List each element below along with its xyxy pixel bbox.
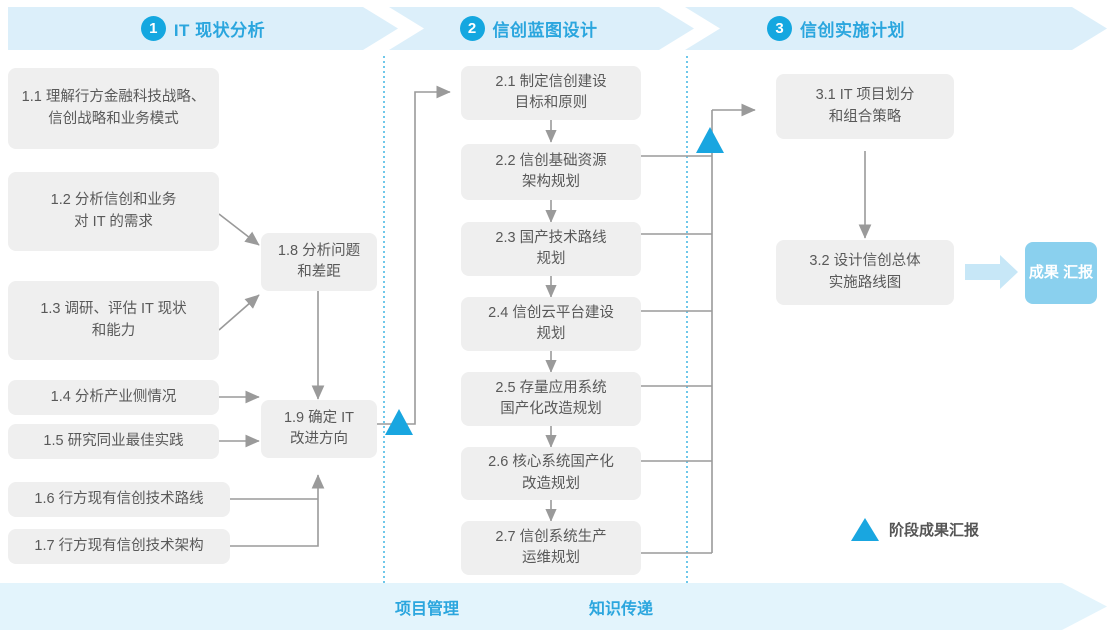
process-box-1-3-line1: 1.3 调研、评估 IT 现状: [40, 301, 187, 318]
process-box-2-6-line1: 2.6 核心系统国产化: [488, 454, 614, 471]
footer-label-knowledge-transfer: 知识传递: [589, 600, 654, 618]
footer-label-project-management: 项目管理: [395, 600, 460, 618]
process-box-2-3[interactable]: 2.3 国产技术路线 规划: [461, 222, 641, 276]
process-box-3-2-line1: 3.2 设计信创总体: [809, 253, 921, 270]
process-box-2-7-line2: 运维规划: [522, 550, 580, 566]
process-box-1-5-line1: 1.5 研究同业最佳实践: [43, 432, 184, 449]
process-box-2-3-line2: 规划: [536, 251, 566, 267]
process-box-1-9-line2: 改进方向: [289, 431, 348, 447]
process-box-1-8-line2: 和差距: [297, 264, 341, 280]
result-report-badge-line1: 成果: [1028, 263, 1059, 281]
result-report-badge-line2: 汇报: [1063, 263, 1094, 281]
process-box-1-9[interactable]: 1.9 确定 IT 改进方向: [261, 400, 377, 458]
footer-band-shape: [0, 583, 1107, 630]
phase-number-2: 2: [459, 16, 485, 41]
process-box-2-4-line1: 2.4 信创云平台建设: [488, 304, 614, 321]
process-box-2-6[interactable]: 2.6 核心系统国产化 改造规划: [461, 447, 641, 500]
phase-title-2: 信创蓝图设计: [492, 21, 598, 40]
process-box-2-7-line1: 2.7 信创系统生产: [495, 528, 607, 545]
process-box-1-8-line1: 1.8 分析问题: [277, 242, 361, 259]
process-box-1-7[interactable]: 1.7 行方现有信创技术架构: [8, 529, 230, 564]
process-box-3-2[interactable]: 3.2 设计信创总体 实施路线图: [776, 240, 954, 305]
process-box-1-5[interactable]: 1.5 研究同业最佳实践: [8, 424, 219, 459]
result-report-badge[interactable]: 成果 汇报: [1025, 242, 1097, 304]
process-box-1-4-line1: 1.4 分析产业侧情况: [50, 388, 177, 405]
triangle-marker-icon: [851, 518, 879, 541]
process-box-1-6[interactable]: 1.6 行方现有信创技术路线: [8, 482, 230, 517]
phase-band-2: 2 信创蓝图设计: [389, 7, 694, 50]
phase-number-1: 1: [140, 16, 166, 41]
milestone-triangle-phase2: [696, 127, 724, 153]
process-box-1-3[interactable]: 1.3 调研、评估 IT 现状 和能力: [8, 281, 219, 360]
process-box-1-4[interactable]: 1.4 分析产业侧情况: [8, 380, 219, 415]
phase-band-1: 1 IT 现状分析: [8, 7, 398, 50]
process-box-1-2[interactable]: 1.2 分析信创和业务 对 IT 的需求: [8, 172, 219, 251]
process-box-2-5-line2: 国产化改造规划: [500, 401, 602, 417]
process-box-2-4[interactable]: 2.4 信创云平台建设 规划: [461, 297, 641, 351]
process-box-2-1-line1: 2.1 制定信创建设: [495, 73, 607, 90]
process-box-1-2-line1: 1.2 分析信创和业务: [50, 192, 177, 209]
phase-title-3: 信创实施计划: [800, 21, 905, 40]
process-box-1-1-line1: 1.1 理解行方金融科技战略、: [21, 89, 206, 106]
legend-milestone: 阶段成果汇报: [851, 518, 979, 541]
process-box-1-9-line1: 1.9 确定 IT: [283, 409, 355, 426]
process-box-2-2-line2: 架构规划: [522, 174, 580, 190]
legend-label: 阶段成果汇报: [889, 522, 980, 539]
phase-chevron-2: [389, 7, 694, 50]
process-box-2-5-line1: 2.5 存量应用系统: [495, 379, 607, 396]
process-box-1-7-line1: 1.7 行方现有信创技术架构: [34, 537, 204, 554]
milestone-triangle-phase1: [385, 409, 413, 435]
phase-number-3: 3: [767, 16, 792, 41]
phase-band-3: 3 信创实施计划: [685, 7, 1107, 50]
process-box-2-1-line2: 目标和原则: [514, 95, 588, 111]
process-box-2-3-line1: 2.3 国产技术路线: [495, 229, 607, 246]
process-box-2-2[interactable]: 2.2 信创基础资源 架构规划: [461, 144, 641, 200]
phase-chevron-1: [8, 7, 398, 50]
process-box-3-1-line1: 3.1 IT 项目划分: [815, 87, 915, 104]
process-box-3-1[interactable]: 3.1 IT 项目划分 和组合策略: [776, 74, 954, 139]
phase-chevron-3: [685, 7, 1107, 50]
process-box-3-2-line2: 实施路线图: [828, 274, 902, 291]
process-box-1-2-line2: 对 IT 的需求: [74, 213, 153, 230]
process-box-2-2-line1: 2.2 信创基础资源: [495, 152, 607, 169]
process-box-1-3-line2: 和能力: [91, 322, 136, 339]
process-box-2-4-line2: 规划: [536, 326, 566, 342]
process-box-2-7[interactable]: 2.7 信创系统生产 运维规划: [461, 521, 641, 575]
process-box-1-1-line2: 信创战略和业务模式: [48, 110, 179, 127]
phase-title-1: IT 现状分析: [173, 21, 266, 40]
process-box-1-6-line1: 1.6 行方现有信创技术路线: [34, 490, 204, 507]
result-arrow: [965, 255, 1018, 289]
process-box-1-1[interactable]: 1.1 理解行方金融科技战略、 信创战略和业务模式: [8, 68, 219, 149]
process-box-1-8[interactable]: 1.8 分析问题 和差距: [261, 233, 377, 291]
process-box-2-1[interactable]: 2.1 制定信创建设 目标和原则: [461, 66, 641, 120]
footer-band: [0, 583, 1115, 630]
process-box-2-6-line2: 改造规划: [522, 475, 580, 492]
process-box-3-1-line2: 和组合策略: [828, 108, 902, 125]
process-box-2-5[interactable]: 2.5 存量应用系统 国产化改造规划: [461, 372, 641, 426]
